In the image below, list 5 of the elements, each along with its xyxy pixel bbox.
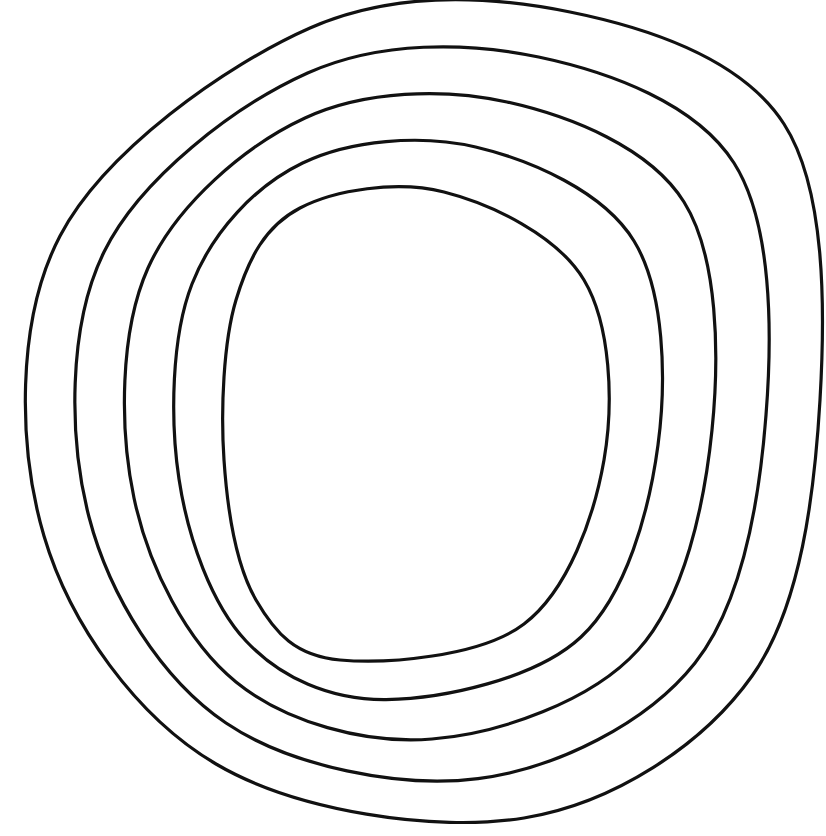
contour-line (73, 45, 771, 783)
contour-line (221, 185, 611, 663)
contour-line (122, 92, 718, 742)
contour-line (172, 138, 665, 702)
contour-line (23, 0, 825, 824)
